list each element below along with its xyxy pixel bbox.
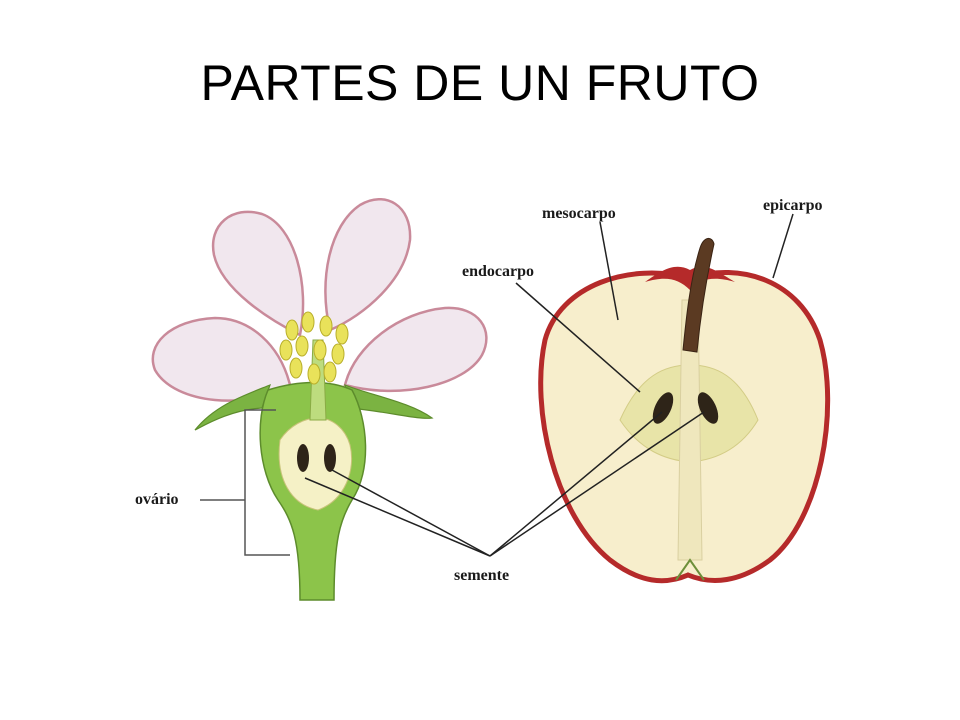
ovary-seed-right — [324, 444, 336, 472]
slide-title: PARTES DE UN FRUTO — [200, 55, 760, 111]
label-ovario: ovário — [135, 491, 179, 508]
sepal-left — [194, 383, 271, 431]
petal-upper-left — [211, 210, 305, 337]
petal-right — [343, 306, 488, 393]
apple-red-top — [645, 266, 735, 290]
label-semente: semente — [454, 567, 509, 584]
leader-lines — [304, 213, 794, 557]
petal-left — [151, 316, 292, 402]
apple-illustration — [538, 238, 831, 584]
apple-stem — [682, 238, 715, 353]
label-endocarpo: endocarpo — [462, 263, 534, 280]
apple-calyx — [675, 558, 705, 581]
ovary-bracket — [244, 409, 290, 556]
apple-seed-right — [697, 392, 719, 424]
sepal-right — [344, 384, 434, 419]
stamens — [279, 311, 349, 385]
flower-illustration — [151, 198, 488, 601]
label-epicarpo: epicarpo — [763, 197, 823, 214]
petal-upper-right — [324, 198, 412, 332]
ovary-seed-left — [297, 444, 309, 472]
label-mesocarpo: mesocarpo — [542, 205, 616, 222]
